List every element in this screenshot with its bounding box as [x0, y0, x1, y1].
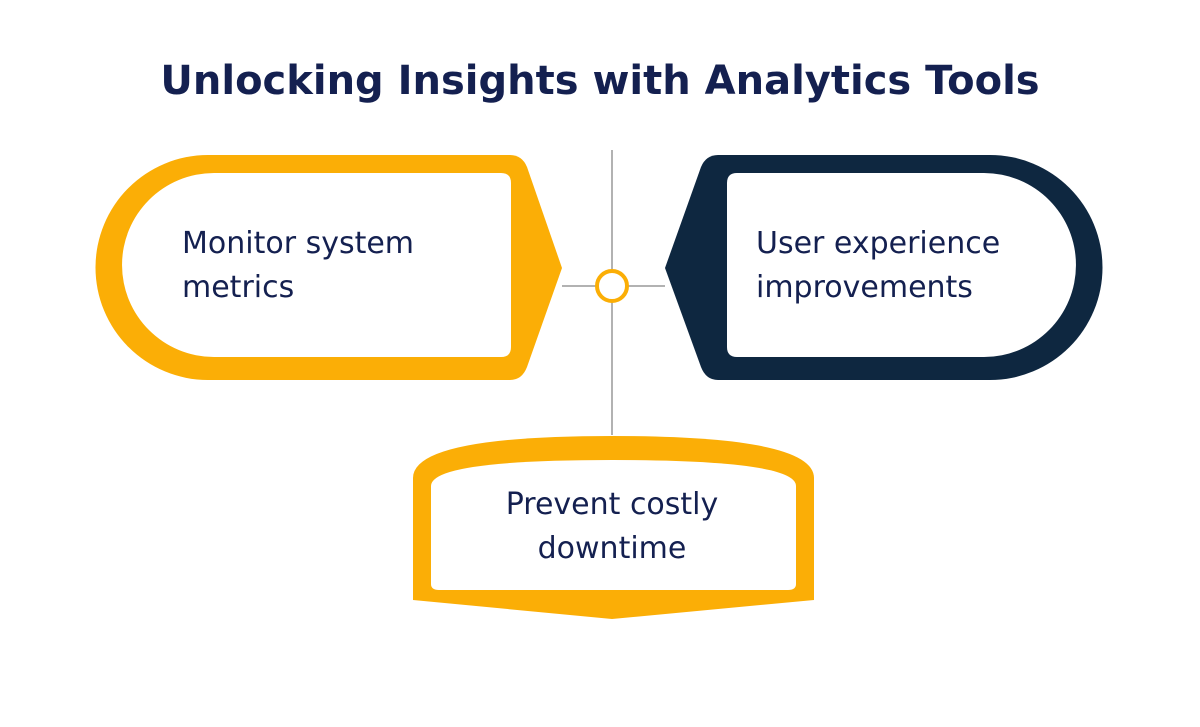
- node-left-label-line2: metrics: [182, 270, 295, 305]
- node-right-label: User experience improvements: [756, 222, 1000, 310]
- diagram-title: Unlocking Insights with Analytics Tools: [160, 58, 1040, 104]
- node-right-user-experience-improvements: [665, 155, 1103, 380]
- node-bottom-label-line1: Prevent costly: [505, 487, 719, 522]
- node-left-monitor-system-metrics: [95, 155, 562, 380]
- hub-circle: [595, 269, 629, 303]
- node-bottom-prevent-costly-downtime: [413, 436, 814, 619]
- node-bottom-label-line2: downtime: [537, 531, 687, 566]
- node-right-label-line1: User experience: [756, 226, 1001, 261]
- node-left-label: Monitor system metrics: [182, 222, 414, 310]
- node-right-label-line2: improvements: [756, 270, 973, 305]
- node-left-label-line1: Monitor system: [182, 226, 415, 261]
- node-bottom-label: Prevent costly downtime: [412, 483, 812, 571]
